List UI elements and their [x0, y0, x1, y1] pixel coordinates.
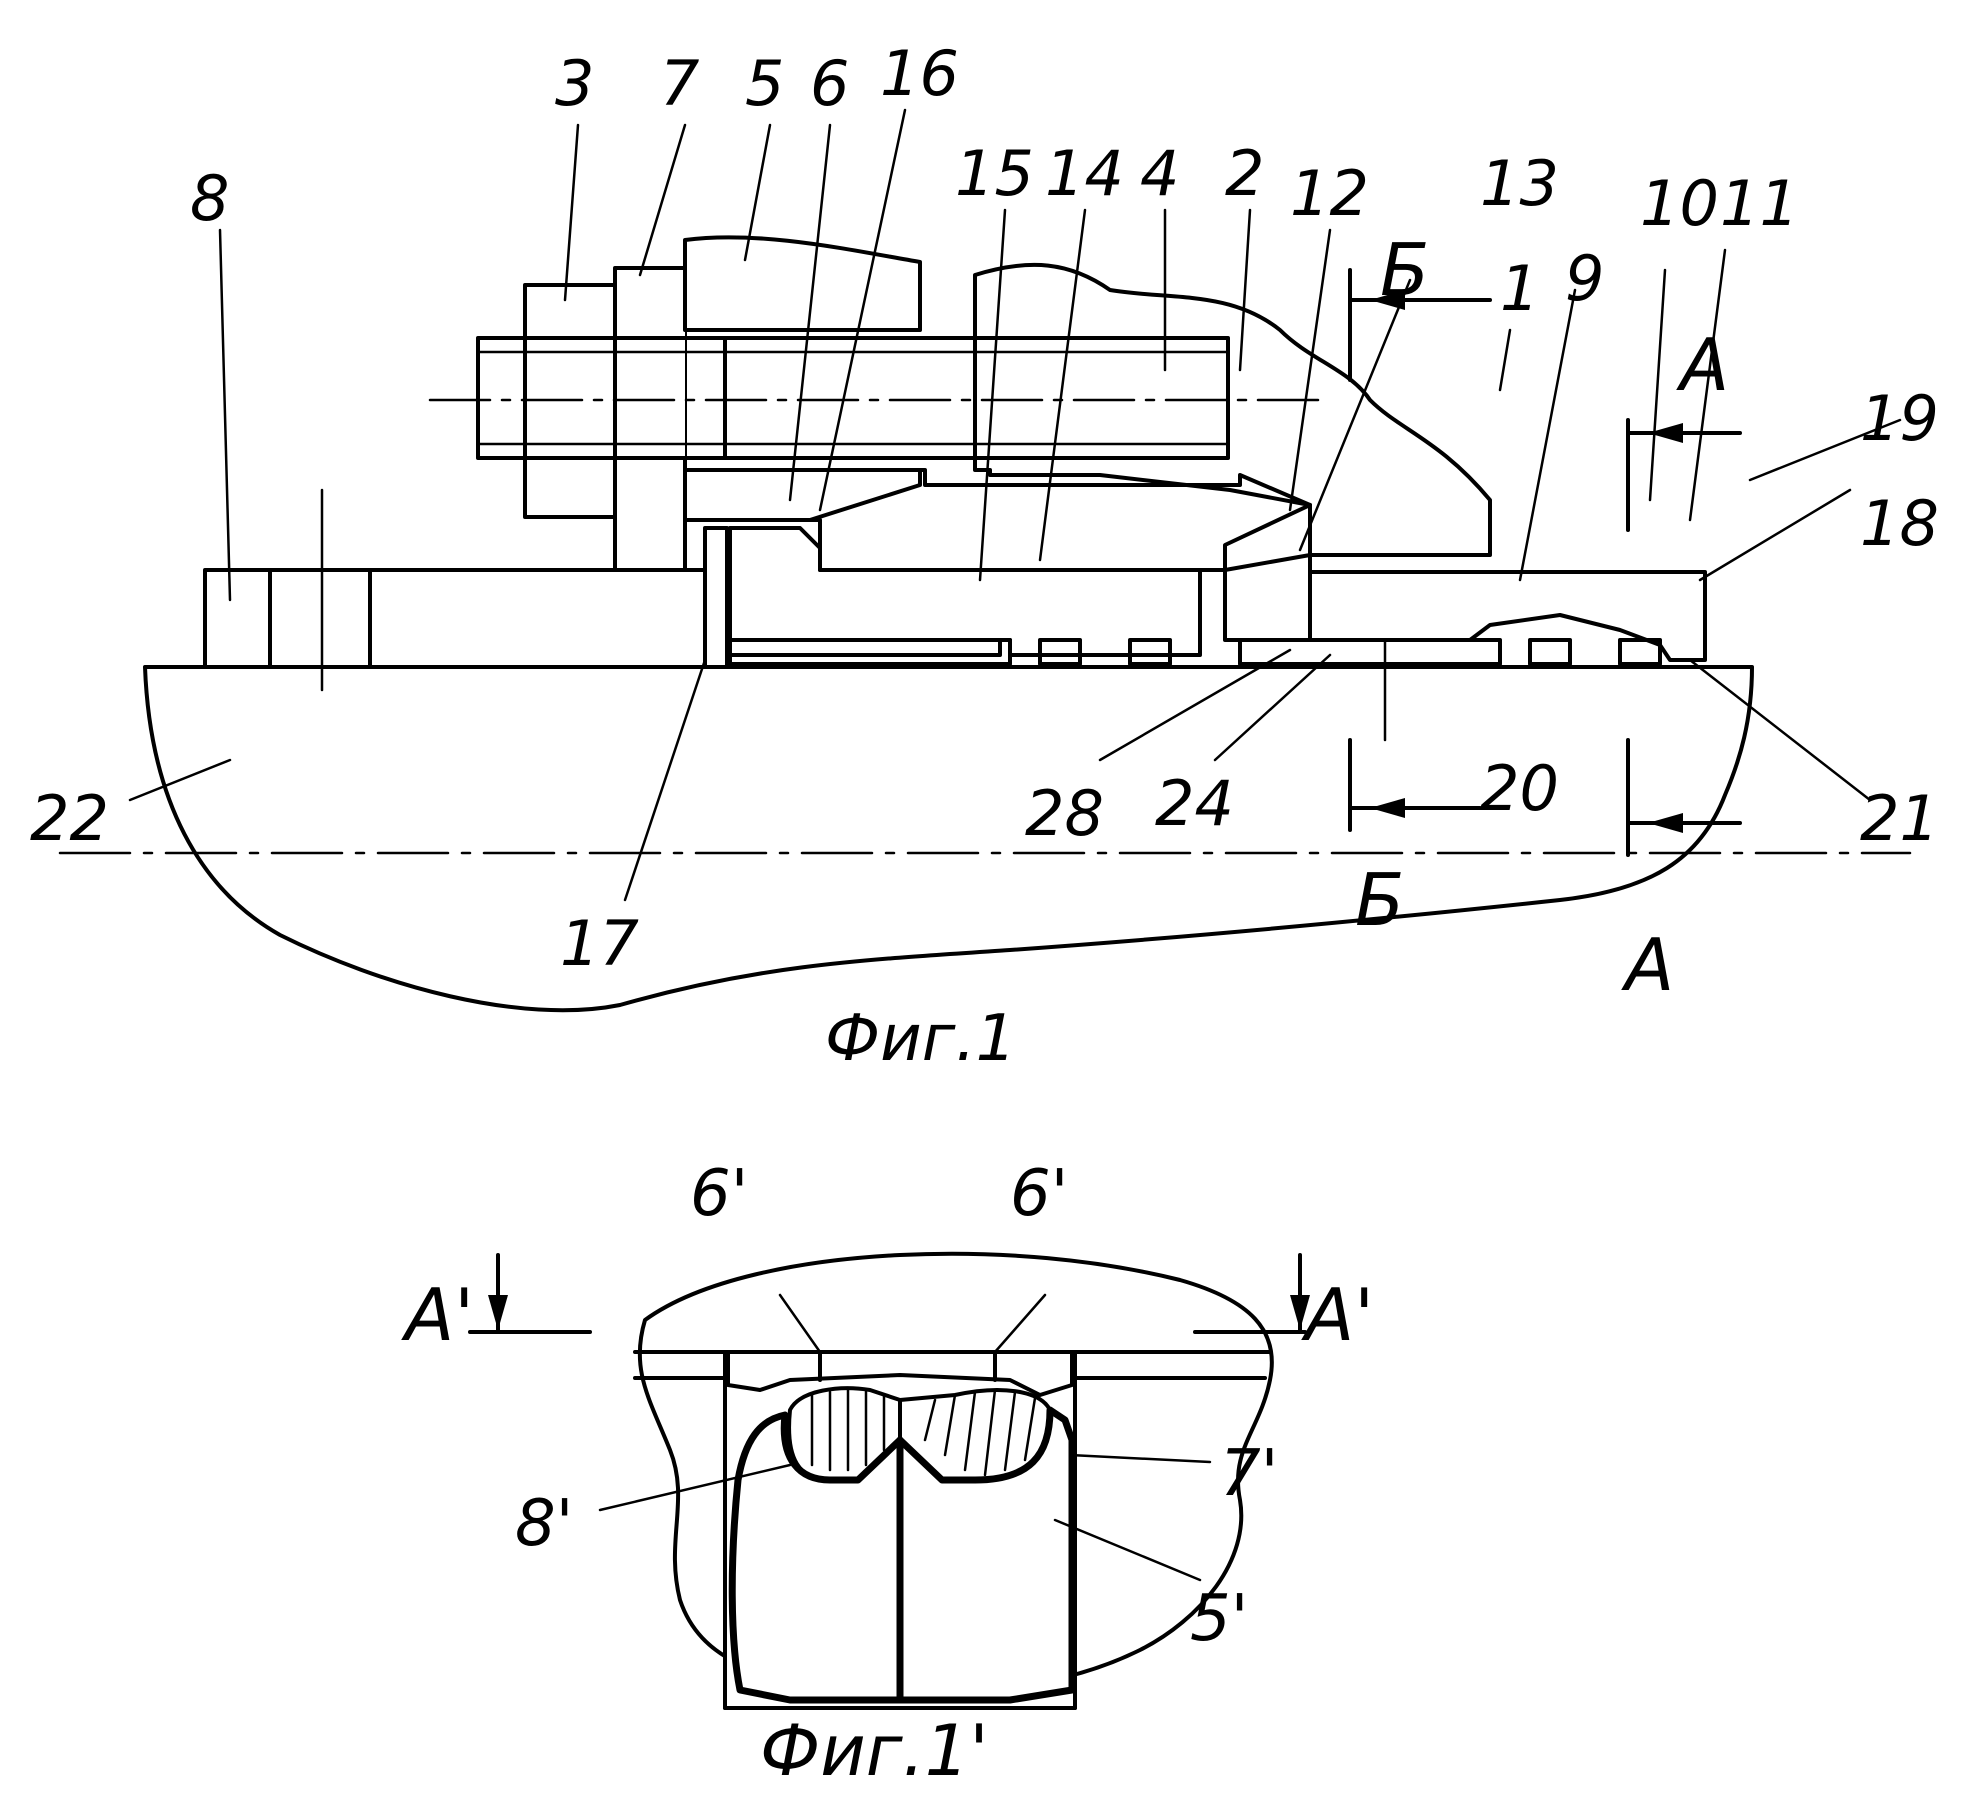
shaft-22: [145, 667, 1752, 1010]
label-5p: 5': [1190, 1582, 1248, 1656]
label-28: 28: [1025, 777, 1104, 850]
label-17: 17: [560, 907, 639, 980]
ring-17: [705, 528, 727, 667]
section-label-a-prime-left: А': [401, 1273, 474, 1357]
figure-1: [60, 110, 1910, 1010]
label-6p-right: 6': [1010, 1157, 1068, 1231]
wedge-12: [1225, 505, 1310, 640]
label-14: 14: [1045, 137, 1124, 210]
label-7p: 7': [1220, 1437, 1278, 1511]
seal-10: [1310, 572, 1705, 660]
label-9: 9: [1565, 242, 1604, 315]
label-4: 4: [1140, 137, 1179, 210]
label-6p-left: 6': [690, 1157, 748, 1231]
label-1: 1: [1500, 252, 1539, 325]
label-3: 3: [555, 47, 594, 120]
section-a-top: [1628, 420, 1740, 530]
section-label-b-top: Б: [1380, 228, 1429, 312]
label-10: 10: [1640, 167, 1719, 240]
part-5: [685, 237, 920, 330]
label-2: 2: [1225, 137, 1264, 210]
section-label-a-top: А: [1676, 323, 1729, 407]
label-24: 24: [1155, 767, 1234, 840]
leader-lines: [130, 110, 1900, 900]
label-21: 21: [1860, 782, 1939, 855]
section-label-b-bottom: Б: [1355, 858, 1404, 942]
groove: [655, 1352, 1255, 1708]
label-15: 15: [955, 137, 1034, 210]
label-8: 8: [190, 162, 229, 235]
label-6: 6: [810, 47, 849, 120]
packing-left: [730, 640, 1010, 664]
label-11: 11: [1720, 167, 1799, 240]
label-13: 13: [1480, 147, 1559, 220]
label-16: 16: [880, 37, 959, 110]
section-a-prime: [470, 1255, 1310, 1332]
section-label-a-prime-right: А': [1301, 1273, 1374, 1357]
packing-24: [1240, 640, 1500, 664]
label-22: 22: [30, 782, 109, 855]
label-8p: 8': [515, 1487, 573, 1561]
labels-figure-1: 3 7 5 6 16 15 14 4 2 12 13 1 9 10 11 8 1…: [30, 37, 1939, 1076]
label-7: 7: [660, 47, 699, 120]
part-6: [685, 470, 920, 520]
figure-1-prime: [470, 1254, 1310, 1708]
label-5: 5: [745, 47, 784, 120]
label-18: 18: [1860, 487, 1939, 560]
seal-15: [730, 528, 1200, 655]
label-19: 19: [1860, 382, 1939, 455]
section-b-bottom: [1350, 740, 1480, 830]
label-12: 12: [1290, 157, 1369, 230]
section-label-a-bottom: А: [1621, 923, 1674, 1007]
flange-8-bore: [270, 572, 370, 665]
label-20: 20: [1480, 752, 1559, 825]
caption-figure-1: Фиг.1: [825, 1002, 1016, 1076]
caption-figure-1-prime: Фиг.1': [760, 1710, 989, 1792]
